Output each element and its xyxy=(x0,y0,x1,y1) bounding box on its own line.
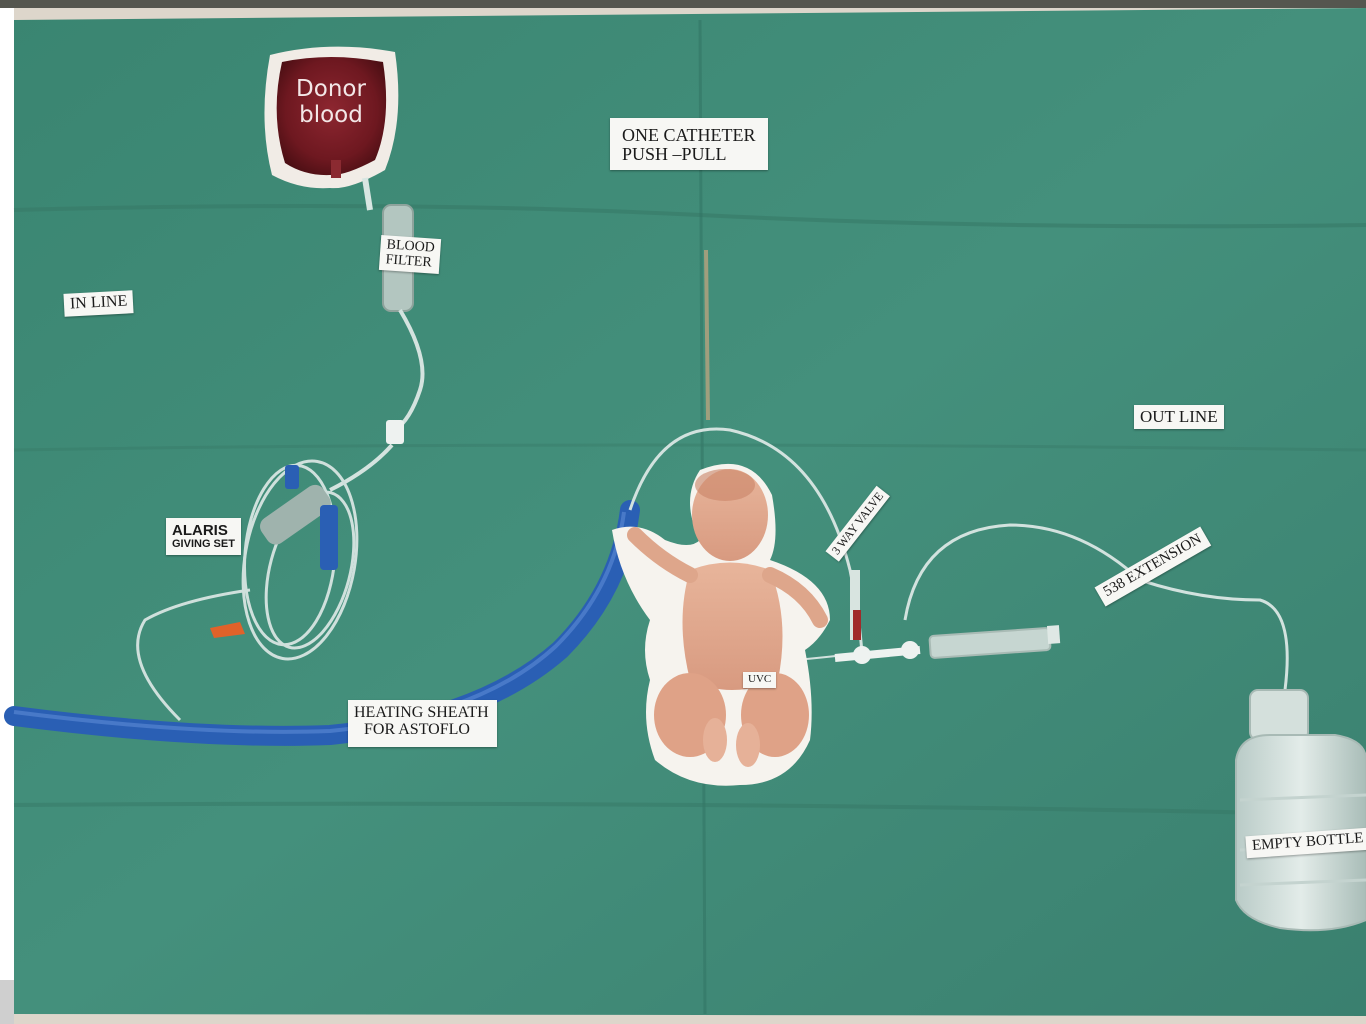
label-blood-filter: BLOOD FILTER xyxy=(379,235,442,274)
one-catheter-line1: ONE CATHETER xyxy=(622,126,756,145)
heating-sheath-line2: FOR ASTOFLO xyxy=(354,722,489,739)
alaris-line2: GIVING SET xyxy=(172,539,235,551)
label-out-line: OUT LINE xyxy=(1134,405,1224,429)
label-heating-sheath: HEATING SHEATH FOR ASTOFLO xyxy=(348,700,497,747)
blood-filter-line2: FILTER xyxy=(385,253,434,271)
donor-blood-line1: Donor xyxy=(286,76,376,102)
label-uvc: UVC xyxy=(743,672,776,688)
donor-blood-line2: blood xyxy=(286,102,376,128)
donor-blood-text: Donor blood xyxy=(286,76,376,128)
alaris-line1: ALARIS xyxy=(172,523,235,539)
heating-sheath-line1: HEATING SHEATH xyxy=(354,705,489,722)
label-one-catheter: ONE CATHETER PUSH –PULL xyxy=(610,118,768,170)
label-alaris-giving-set: ALARIS GIVING SET xyxy=(166,518,241,555)
label-in-line: IN LINE xyxy=(63,290,133,316)
one-catheter-line2: PUSH –PULL xyxy=(622,145,756,164)
